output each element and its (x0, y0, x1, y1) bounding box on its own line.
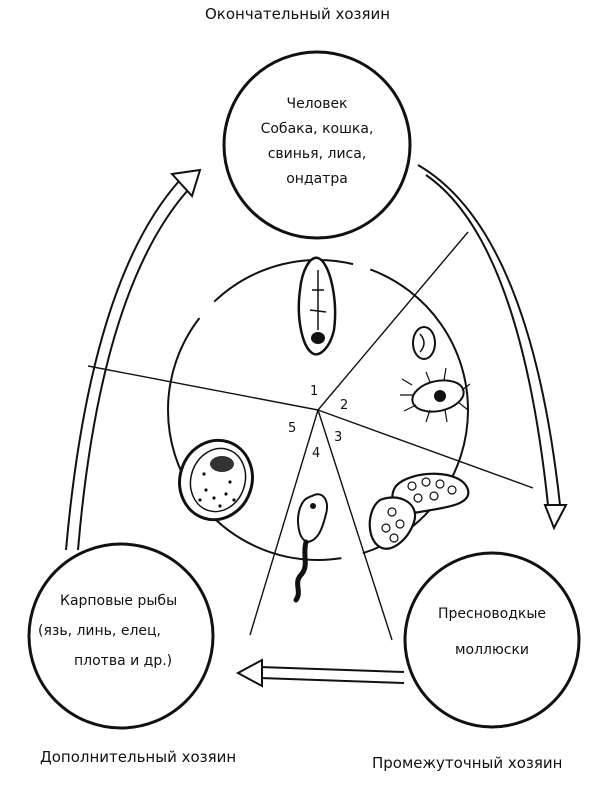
intermediate-host-role: Промежуточный хозяин (372, 754, 563, 772)
cycle-arrow-left (65, 168, 202, 551)
stage-number-4: 4 (312, 446, 321, 461)
adult-fluke-illustration (297, 256, 337, 356)
additional-host-line: плотва и др.) (74, 653, 173, 669)
metacercaria-illustration (178, 438, 254, 522)
stage-number-5: 5 (288, 421, 297, 436)
cycle-arrow-top-right (417, 164, 568, 531)
intermediate-host-names: Пресноводкые моллюски (420, 596, 564, 668)
miracidium-illustration (400, 367, 471, 423)
definitive-host-circle (222, 50, 412, 240)
definitive-host-line: ондатра (286, 171, 348, 187)
egg-illustration (412, 326, 436, 360)
definitive-host-line: свинья, лиса, (267, 146, 367, 162)
definitive-host-role: Окончательный хозяин (205, 5, 391, 23)
definitive-host-line: Собака, кошка, (260, 121, 374, 137)
stage-divider-lines (87, 231, 534, 641)
cycle-arrow-bottom (235, 658, 405, 688)
stage-number-2: 2 (340, 398, 349, 413)
additional-host-role: Дополнительный хозяин (40, 748, 237, 766)
definitive-host-line: Человек (286, 96, 348, 112)
redia-illustration (368, 472, 470, 550)
intermediate-host-line: Пресноводкые (437, 606, 547, 622)
additional-host-line: (язь, линь, елец, (38, 623, 161, 639)
intermediate-host-line: моллюски (454, 642, 530, 658)
stage-number-3: 3 (334, 430, 343, 445)
definitive-host-names: Человек Собака, кошка, свинья, лиса, онд… (240, 92, 394, 192)
stage-number-1: 1 (310, 384, 319, 399)
additional-host-line: Карповые рыбы (60, 593, 178, 609)
cercaria-illustration (293, 493, 328, 603)
additional-host-names: Карповые рыбы (язь, линь, елец, плотва и… (38, 586, 206, 676)
intermediate-host-circle (403, 551, 581, 729)
additional-host-circle (27, 542, 215, 730)
